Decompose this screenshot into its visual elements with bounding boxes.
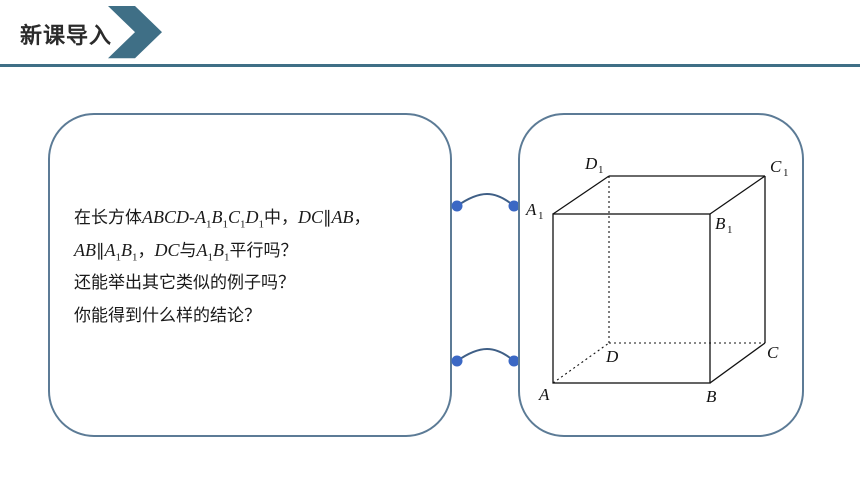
question-line-2: AB∥A1B1，DC与A1B1平行吗？: [74, 240, 298, 264]
connector-dot-icon: [451, 355, 463, 367]
question-line-1: 在长方体ABCD-A1B1C1D1中，DC∥AB，: [74, 207, 371, 231]
question-text: 在长方体ABCD-A1B1C1D1中，DC∥AB， AB∥A1B1，DC与A1B…: [74, 201, 444, 333]
connector-dot-icon: [508, 355, 520, 367]
header-divider: [0, 64, 860, 67]
connector-bottom: [456, 348, 515, 362]
label-D: D: [605, 347, 619, 366]
label-D1: D: [584, 154, 598, 173]
svg-text:1: 1: [783, 167, 789, 179]
hidden-edges: [552, 176, 765, 384]
label-A1: A: [525, 200, 537, 219]
connector-dot-icon: [508, 200, 520, 212]
label-B1: B: [715, 214, 726, 233]
label-B: B: [706, 387, 717, 406]
question-line-3: 还能举出其它类似的例子吗？: [74, 273, 295, 293]
header-bar: 新课导入: [0, 0, 860, 70]
label-A: A: [538, 385, 550, 404]
connector-dot-icon: [451, 200, 463, 212]
front-face: [552, 213, 711, 384]
question-line-4: 你能得到什么样的结论？: [74, 306, 261, 326]
page-title: 新课导入: [20, 24, 113, 49]
label-C1: C: [770, 157, 782, 176]
label-C: C: [767, 343, 779, 362]
svg-text:1: 1: [598, 164, 604, 176]
question-panel: 在长方体ABCD-A1B1C1D1中，DC∥AB， AB∥A1B1，DC与A1B…: [48, 113, 452, 437]
svg-text:1: 1: [727, 224, 733, 236]
svg-text:1: 1: [538, 210, 544, 222]
connector-top: [456, 193, 515, 207]
title-tab-shape: [9, 6, 162, 59]
